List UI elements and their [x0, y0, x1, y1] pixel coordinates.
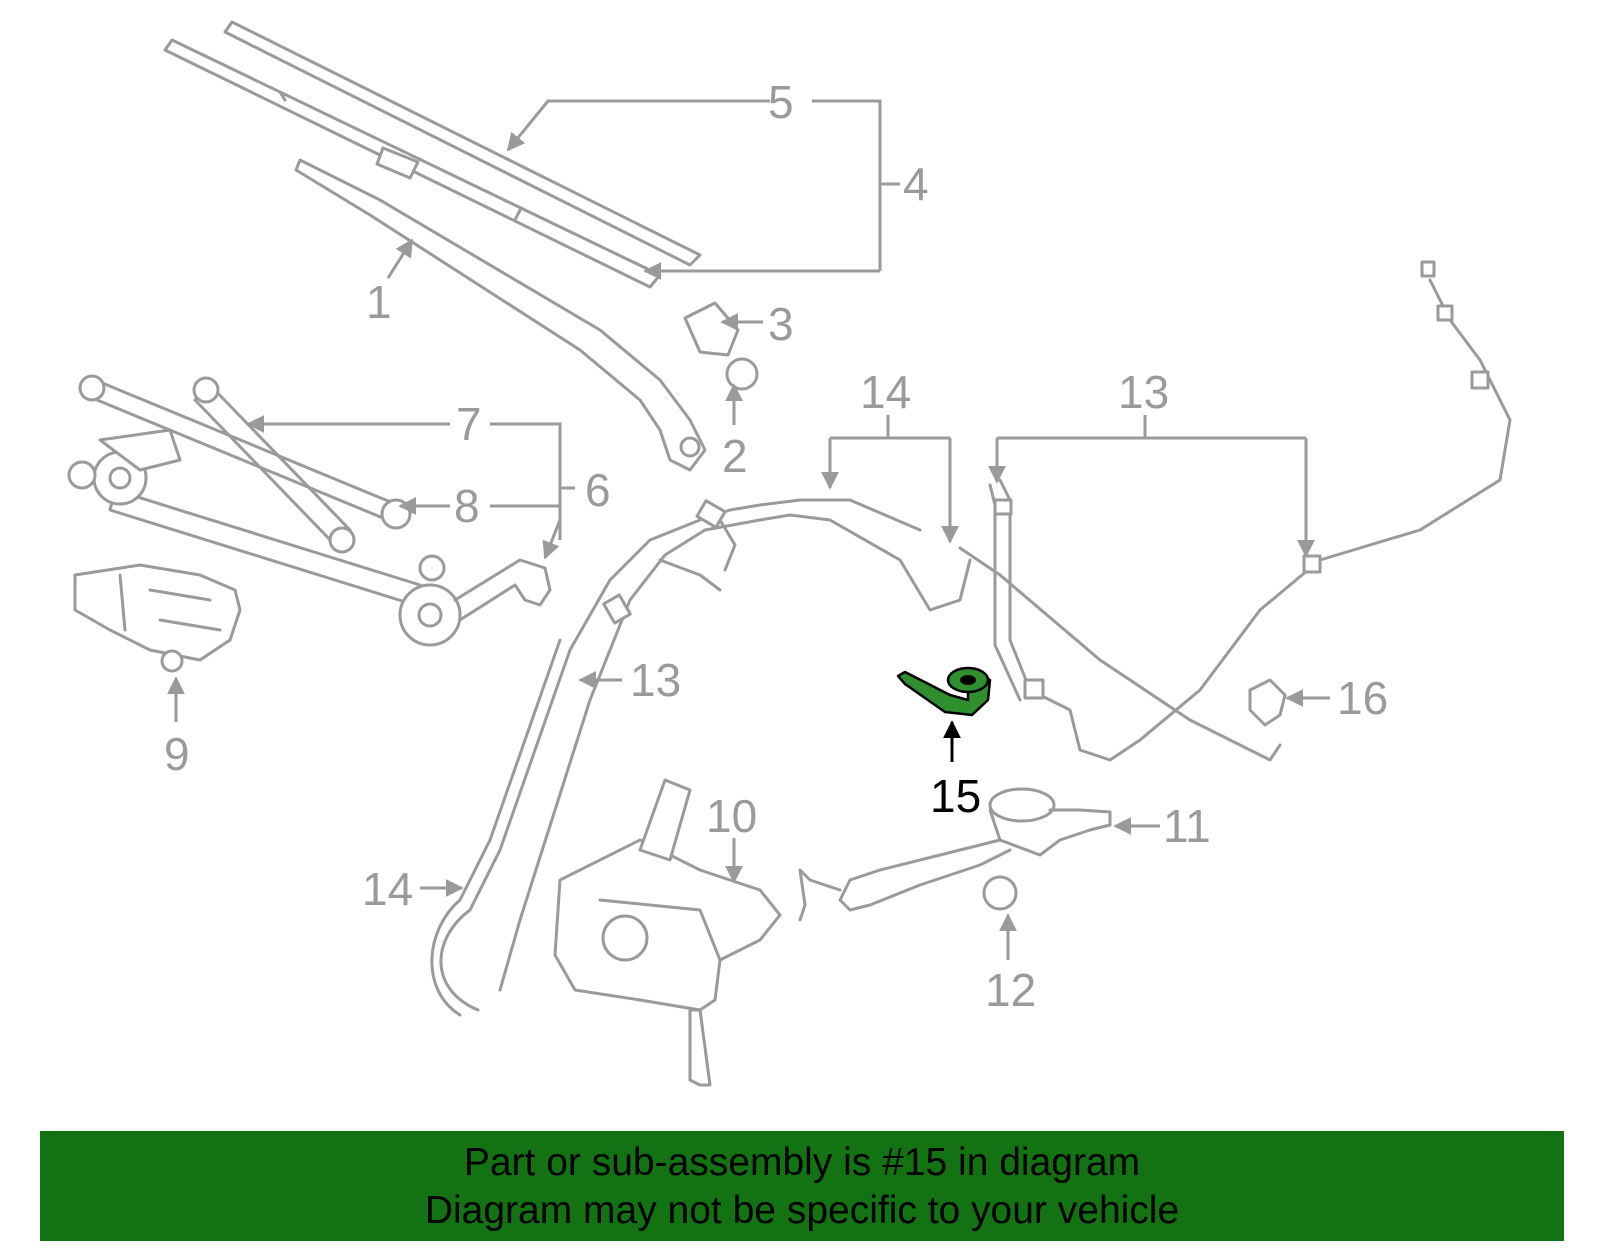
banner-line-2: Diagram may not be specific to your vehi…: [424, 1189, 1180, 1232]
washer-hose-part: [430, 260, 1512, 1017]
washer-pump-part: [798, 787, 1112, 922]
banner-line-1: Part or sub-assembly is #15 in diagram: [463, 1141, 1141, 1184]
callout-13-mid: 13: [630, 654, 681, 706]
pump-grommet-part: [982, 875, 1018, 911]
callout-10: 10: [706, 790, 757, 842]
callout-14-bottom: 14: [362, 863, 413, 915]
callout-11: 11: [1163, 800, 1211, 852]
callout-12: 12: [985, 964, 1036, 1016]
washer-nozzle-part: [1248, 678, 1287, 727]
callout-9: 9: [164, 728, 190, 780]
callout-5: 5: [768, 76, 794, 128]
wiper-arm-part: [294, 158, 707, 472]
callout-14-top: 14: [860, 366, 911, 418]
highlighted-part-15: [896, 666, 992, 717]
callout-16: 16: [1337, 672, 1388, 724]
callout-labels: 5 4 1 3 2 7 6 8 9 14 13 13 16 15 10 11 1…: [164, 76, 1388, 1016]
pivot-nut-part: [725, 357, 759, 391]
washer-reservoir-part: [553, 778, 782, 1087]
callout-6: 6: [585, 464, 611, 516]
callout-13-top: 13: [1118, 366, 1169, 418]
leader-lines: [167, 99, 1330, 960]
callout-15: 15: [930, 770, 981, 822]
callout-4: 4: [903, 158, 929, 210]
callout-2: 2: [722, 430, 748, 482]
pivot-cap-part: [683, 301, 740, 357]
wiper-linkage-part: [67, 374, 552, 647]
callout-1: 1: [366, 276, 392, 328]
callout-8: 8: [454, 480, 480, 532]
wiper-motor-part: [73, 563, 242, 673]
wiper-blade-part: [163, 20, 702, 289]
callout-3: 3: [768, 298, 794, 350]
callout-7: 7: [456, 398, 482, 450]
info-banner: Part or sub-assembly is #15 in diagram D…: [40, 1131, 1564, 1241]
